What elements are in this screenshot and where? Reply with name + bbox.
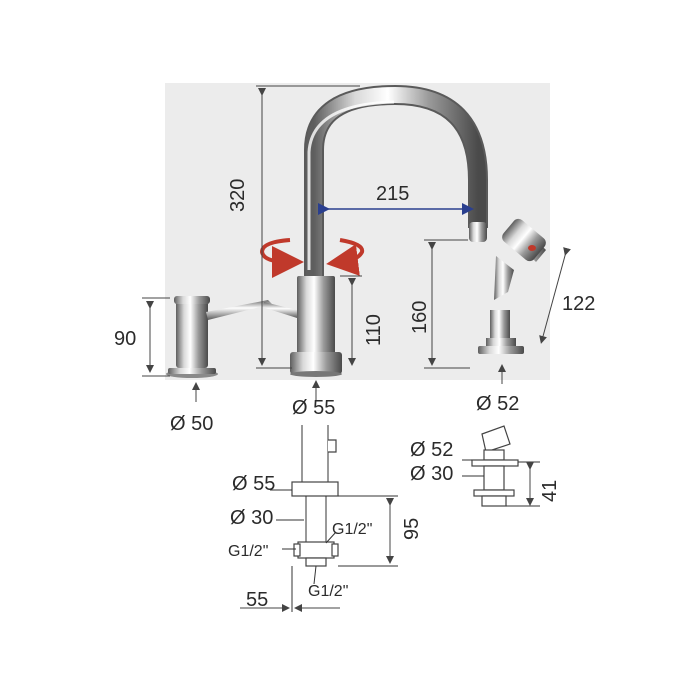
outlet-height-dimension: 160 xyxy=(409,239,470,369)
shower-diameter-label: Ø 52 xyxy=(476,393,519,415)
spout-reach-label: 215 xyxy=(376,183,409,205)
section-bottom-thread-label: G1/2" xyxy=(308,583,348,600)
spout-height-label: 320 xyxy=(227,179,249,212)
shower-length-label: 122 xyxy=(562,293,595,315)
spout-reach-dimension: 215 xyxy=(318,183,474,215)
section-width-label: 55 xyxy=(246,589,268,611)
mixer-diameter-label: Ø 50 xyxy=(170,413,213,435)
mixer-height-dimension: 90 xyxy=(114,297,170,377)
hand-shower xyxy=(478,218,546,354)
faucet-diameter-label: Ø 55 xyxy=(292,397,335,419)
kitchen-faucet xyxy=(262,84,488,377)
section-top-diameter-label: Ø 55 xyxy=(232,473,275,495)
mixer-height-label: 90 xyxy=(114,328,136,350)
installation-section xyxy=(240,425,398,612)
section-left-thread-label: G1/2" xyxy=(228,543,268,560)
shower-length-dimension: 122 xyxy=(539,247,595,344)
shower-holder-section xyxy=(462,425,540,507)
base-height-label: 110 xyxy=(363,314,385,346)
section-height-label: 95 xyxy=(401,518,423,540)
holder-height-label: 41 xyxy=(539,480,561,502)
base-height-dimension: 110 xyxy=(340,275,385,366)
section-body-diameter-label: Ø 30 xyxy=(230,507,273,529)
holder-body-diameter-label: Ø 30 xyxy=(410,463,453,485)
outlet-height-label: 160 xyxy=(409,301,431,334)
spout-height-dimension: 320 xyxy=(227,85,360,369)
section-right-thread-label: G1/2" xyxy=(332,521,372,538)
side-mixer xyxy=(166,296,272,378)
holder-top-diameter-label: Ø 52 xyxy=(410,439,453,461)
